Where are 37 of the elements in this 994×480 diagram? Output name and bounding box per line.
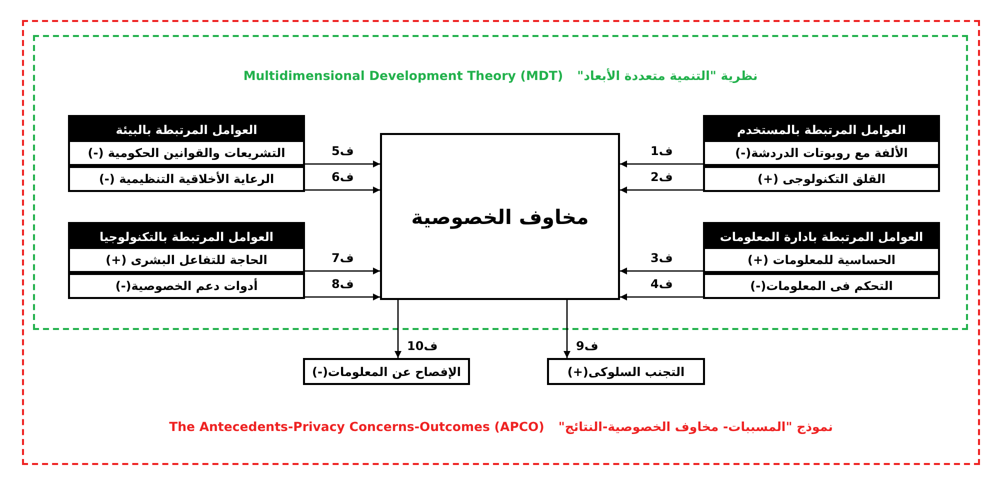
arrow bbox=[394, 300, 402, 358]
group-header: العوامل المرتبطة بالمستخدم bbox=[705, 117, 938, 142]
arrow bbox=[620, 294, 703, 300]
frame-title: Multidimensional Development Theory (MDT) bbox=[243, 68, 564, 83]
outcome-box: الإفصاح عن المعلومات(-) bbox=[303, 358, 470, 385]
arrow bbox=[564, 300, 570, 358]
edge-label: ف5 bbox=[330, 144, 355, 158]
edge-label: ف4 bbox=[650, 277, 674, 291]
edge-label: ف8 bbox=[330, 277, 355, 291]
edge-label: ف9 bbox=[575, 339, 600, 353]
frame-title: The Antecedents-Privacy Concerns-Outcomes (APCO) bbox=[169, 419, 544, 434]
edge-label: ف2 bbox=[650, 170, 674, 184]
frame-title: نظرية "التنمية متعددة الأبعاد" bbox=[577, 68, 758, 83]
arrow bbox=[620, 186, 703, 194]
factor-group bbox=[703, 222, 940, 299]
dashed-frame bbox=[33, 35, 968, 330]
group-header: العوامل المرتبطة بالتكنولوجيا bbox=[70, 224, 303, 249]
arrow bbox=[305, 160, 380, 168]
edge-label: ف1 bbox=[650, 144, 674, 158]
frame-title: نموذج "المسببات- مخاوف الخصوصية-النتائج" bbox=[558, 419, 833, 434]
outcome-box: التجنب السلوكى(+) bbox=[547, 358, 705, 385]
arrow bbox=[620, 160, 703, 168]
edge-label: ف7 bbox=[330, 251, 355, 265]
arrow bbox=[305, 186, 380, 194]
factor-group bbox=[68, 115, 305, 192]
edge-label: ف3 bbox=[650, 251, 674, 265]
dashed-frame bbox=[22, 20, 980, 465]
concept-box: مخاوف الخصوصية bbox=[380, 133, 620, 300]
group-header: العوامل المرتبطة بادارة المعلومات bbox=[705, 224, 938, 249]
group-header: العوامل المرتبطة بالبيئة bbox=[70, 117, 303, 142]
edge-label: ف10 bbox=[406, 339, 439, 353]
arrow bbox=[305, 294, 380, 300]
edge-label: ف6 bbox=[330, 170, 355, 184]
factor-group bbox=[68, 222, 305, 299]
factor-group bbox=[703, 115, 940, 192]
arrow bbox=[305, 268, 380, 274]
arrow bbox=[620, 268, 703, 274]
